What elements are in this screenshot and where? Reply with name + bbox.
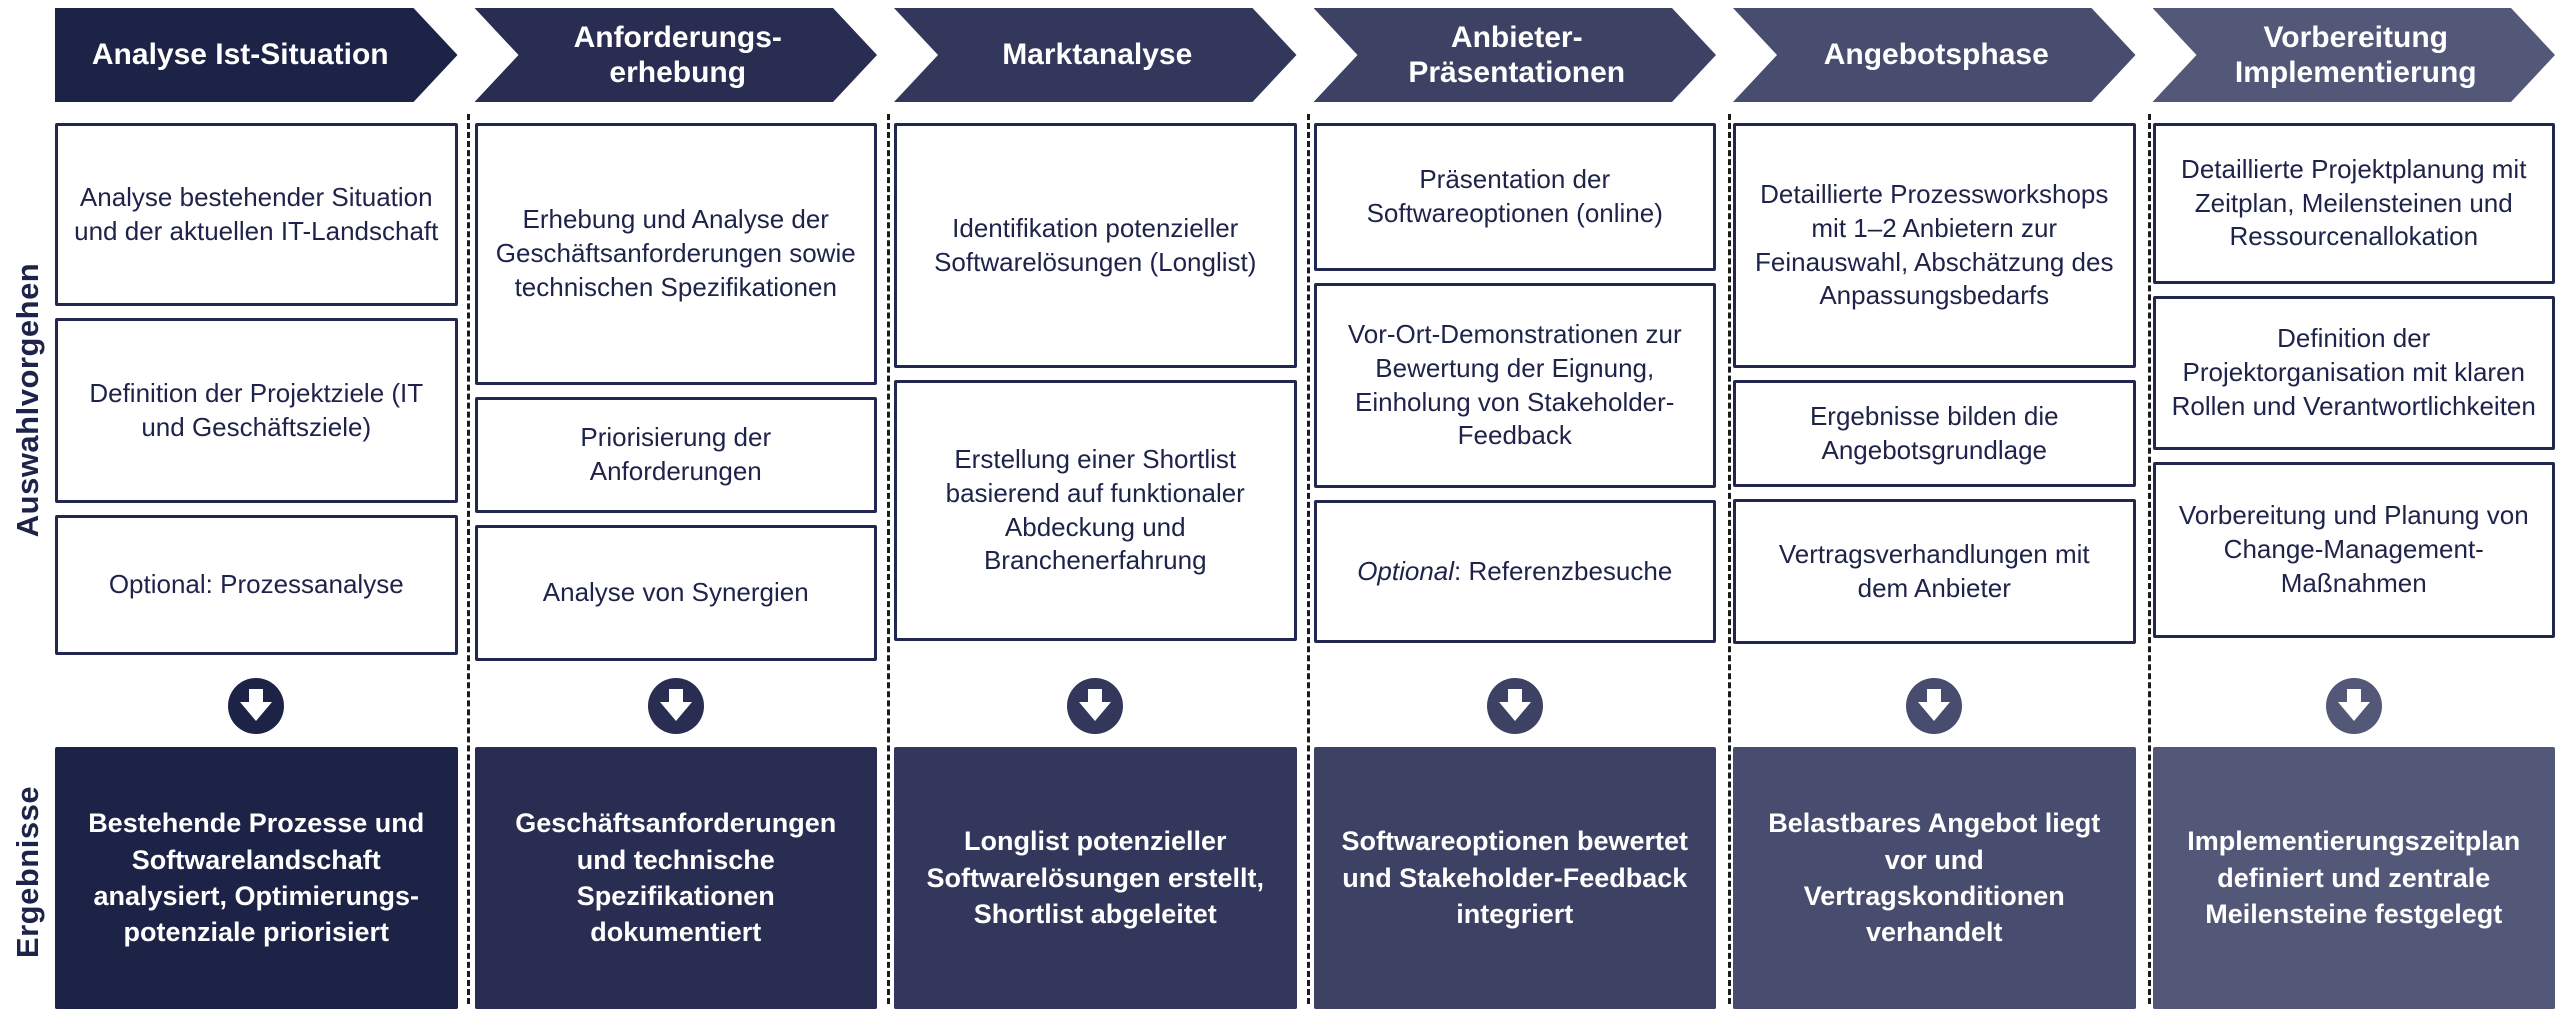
activity-box: Definition der Projektorganisation mit k… [2152,296,2555,450]
phase-column-marktanalyse: Marktanalyse Identifikation potenzieller… [894,8,1297,1009]
activities: Identifikation potenzieller Softwarelösu… [894,123,1297,676]
activity-box: Vertragsverhandlungen mit dem Anbieter [1733,499,2136,644]
phase-column-vorbereitung-implementierung: Vorbereitung Implementierung Detailliert… [2152,8,2556,1009]
circle-down-arrow-icon [2325,678,2382,734]
circle-down-arrow-icon [1906,678,1963,734]
phase-columns: Analyse Ist-Situation Analyse bestehende… [55,8,2555,1009]
activity-box: Erstellung einer Shortlist basierend auf… [894,380,1297,641]
activity-box: Analyse bestehender Situation und der ak… [55,123,458,306]
result-box: Softwareoptionen bewertet und Stakeholde… [1313,747,1716,1009]
phase-column-anforderungserhebung: Anforderungs­erhebung Erhebung und Analy… [474,8,878,1009]
activity-box: Detaillierte Projekt­planung mit Zeitpla… [2152,123,2555,284]
row-label-auswahlvorgehen: Auswahlvorgehen [10,262,45,538]
result-box: Implementierungs­zeitplan definiert und … [2152,747,2555,1009]
result-box: Longlist potenzieller Softwarelösungen e… [894,747,1297,1009]
activity-box: Detaillierte Prozessworkshops mit 1–2 An… [1733,123,2136,368]
activities: Analyse bestehender Situation und der ak… [55,123,458,676]
activities: Erhebung und Analyse der Geschäfts­anfor… [474,123,877,676]
activity-box: Definition der Projektziele (IT und Gesc… [55,318,458,503]
circle-down-arrow-icon [1067,678,1124,734]
phase-column-angebotsphase: Angebotsphase Detaillierte Prozessworksh… [1733,8,2136,1009]
activities: Präsentation der Softwareoptionen (onlin… [1313,123,1716,676]
activity-box: Optional: Prozessanalyse [55,515,458,655]
phase-column-anbieter-praesentationen: Anbieter-Präsentationen Präsentation der… [1313,8,1717,1009]
column-separator [1728,114,1731,1004]
column-separator [2148,114,2151,1004]
column-separator [1307,114,1310,1004]
circle-down-arrow-icon [647,678,704,734]
activity-box: Optional: Referenz­besuche [1313,500,1716,643]
result-box: Bestehende Prozesse und Softwarelandscha… [55,747,458,1009]
activities: Detaillierte Projekt­planung mit Zeitpla… [2152,123,2555,676]
phase-header-arrow: Anbieter-Präsentationen [1314,8,1717,102]
activity-box: Präsentation der Softwareoptionen (onlin… [1313,123,1716,271]
activity-box: Analyse von Synergien [474,525,877,661]
column-separator [467,114,470,1004]
phase-header-arrow: Marktanalyse [894,8,1297,102]
result-box: Belastbares Angebot liegt vor und Vertra… [1733,747,2136,1009]
activity-box: Vorbereitung und Planung von Change-Mana… [2152,462,2555,638]
phase-header-arrow: Vorbereitung Implementierung [2153,8,2556,102]
circle-down-arrow-icon [1486,678,1543,734]
phase-column-analyse-ist-situation: Analyse Ist-Situation Analyse bestehende… [55,8,458,1009]
activity-box: Identifikation potenzieller Softwarelösu… [894,123,1297,368]
activity-box: Priorisierung der Anforderungen [474,397,877,513]
phase-header-arrow: Anforderungs­erhebung [475,8,878,102]
activity-box: Vor-Ort-Demonstrationen zur Bewertung de… [1313,283,1716,488]
circle-down-arrow-icon [228,678,285,734]
activity-box: Erhebung und Analyse der Geschäfts­anfor… [474,123,877,385]
column-separator [887,114,890,1004]
phase-header-arrow: Angebotsphase [1733,8,2136,102]
phase-header-arrow: Analyse Ist-Situation [55,8,458,102]
result-box: Geschäftsanforder­ungen und technische S… [474,747,877,1009]
row-label-ergebnisse: Ergebnisse [10,785,45,959]
activities: Detaillierte Prozessworkshops mit 1–2 An… [1733,123,2136,676]
activity-box: Ergebnisse bilden die Angebotsgrundlage [1733,380,2136,487]
